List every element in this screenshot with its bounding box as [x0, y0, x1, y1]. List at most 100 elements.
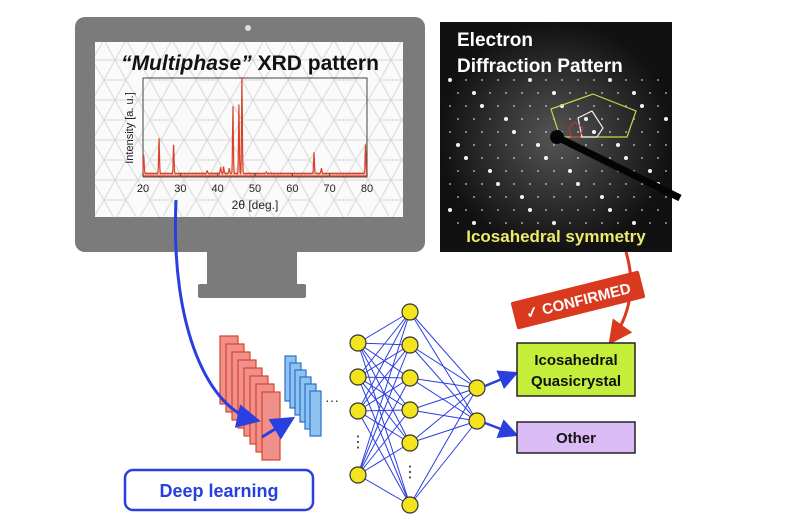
diffraction-spot [473, 170, 475, 172]
diffraction-spot [649, 222, 651, 224]
diffraction-spot [520, 195, 524, 199]
diffraction-spot [457, 222, 459, 224]
diffraction-spot [521, 170, 523, 172]
nn-edge [357, 376, 411, 506]
nn-edge [357, 342, 411, 506]
xtick-label: 20 [137, 183, 149, 195]
diffraction-spot [537, 222, 539, 224]
nn-edge [409, 387, 478, 444]
diffraction-spot [633, 144, 635, 146]
diffraction-spot [528, 208, 532, 212]
diffraction-caption: Icosahedral symmetry [466, 227, 646, 246]
diffraction-spot [585, 170, 587, 172]
diffraction-spot [649, 196, 651, 198]
diffraction-spot [649, 92, 651, 94]
xtick-label: 80 [361, 183, 373, 195]
diffraction-spot [561, 183, 563, 185]
diffraction-spot [473, 196, 475, 198]
diffraction-spot [632, 91, 636, 95]
diffraction-spot [561, 79, 563, 81]
diffraction-spot [513, 105, 515, 107]
diffraction-spot [601, 92, 603, 94]
diffraction-spot [512, 130, 516, 134]
diffraction-spot [481, 157, 483, 159]
diffraction-spot [448, 208, 452, 212]
diffraction-spot [489, 222, 491, 224]
diffraction-spot [505, 92, 507, 94]
diffraction-spot [544, 156, 548, 160]
confirmed-badge: ✓ CONFIRMED [510, 270, 646, 330]
diffraction-spot [457, 92, 459, 94]
diffraction-spot [664, 117, 668, 121]
diffraction-title-line2: Diffraction Pattern [457, 56, 623, 77]
diffraction-spot [529, 131, 531, 133]
diffraction-spot [600, 195, 604, 199]
conv-layers-blue [284, 355, 322, 437]
diffraction-spot [625, 79, 627, 81]
conv-feature-map [309, 390, 322, 437]
nn-edge [357, 311, 411, 476]
nn-node [349, 334, 367, 352]
diffraction-spot [481, 79, 483, 81]
diffraction-spot [577, 157, 579, 159]
diffraction-spot [640, 104, 644, 108]
diffraction-spot [608, 208, 612, 212]
nn-node [401, 496, 419, 514]
diffraction-spot [665, 144, 667, 146]
diffraction-spot [481, 183, 483, 185]
camera-icon [245, 25, 251, 31]
diffraction-spot [473, 144, 475, 146]
diffraction-spot [472, 221, 476, 225]
diffraction-spot [473, 118, 475, 120]
diffraction-spot [513, 209, 515, 211]
diffraction-spot [585, 92, 587, 94]
nn-node [401, 303, 419, 321]
diffraction-spot [641, 183, 643, 185]
nn-node [401, 434, 419, 452]
output-quasicrystal-line1: Icosahedral [534, 352, 617, 369]
diffraction-spot [448, 78, 452, 82]
diffraction-spot [625, 183, 627, 185]
diffraction-spot [592, 130, 596, 134]
diffraction-spot [489, 92, 491, 94]
xrd-ylabel: Intensity [a. u.] [124, 92, 136, 164]
diffraction-spot [633, 196, 635, 198]
diffraction-spot [625, 131, 627, 133]
nn-edge [357, 344, 411, 412]
diffraction-spot [608, 78, 612, 82]
diffraction-spot [505, 222, 507, 224]
output-other-box [516, 421, 636, 454]
beam-stopper-rod [555, 133, 682, 202]
diffraction-spot [505, 170, 507, 172]
diffraction-spot [609, 157, 611, 159]
diffraction-spot [569, 92, 571, 94]
diffraction-spot [593, 79, 595, 81]
diffraction-title-line1: Electron [457, 30, 533, 51]
diffraction-spot [497, 209, 499, 211]
nn-edge [357, 409, 411, 476]
diffraction-spot [449, 183, 451, 185]
diffraction-spot [489, 196, 491, 198]
nn-edge [357, 311, 411, 412]
diffraction-spot [577, 79, 579, 81]
nn-edge [357, 410, 411, 506]
diffraction-spot [609, 131, 611, 133]
xtick-label: 40 [212, 183, 224, 195]
diffraction-spot [457, 196, 459, 198]
diffraction-spot [513, 157, 515, 159]
diffraction-spot [553, 170, 555, 172]
diffraction-spot [665, 170, 667, 172]
diffraction-spot [593, 209, 595, 211]
diffraction-spot [577, 105, 579, 107]
diffraction-spot [617, 92, 619, 94]
diffraction-spot [505, 196, 507, 198]
xrd-plot-frame [142, 77, 368, 178]
xtick-label: 70 [324, 183, 336, 195]
diffraction-spot [641, 209, 643, 211]
diffraction-panel: Electron Diffraction Pattern Icosahedral… [440, 22, 682, 252]
diffraction-spot [513, 79, 515, 81]
diffraction-spot [480, 104, 484, 108]
nn-edge [357, 377, 411, 476]
diffraction-spot [497, 79, 499, 81]
diffraction-spot [569, 118, 571, 120]
